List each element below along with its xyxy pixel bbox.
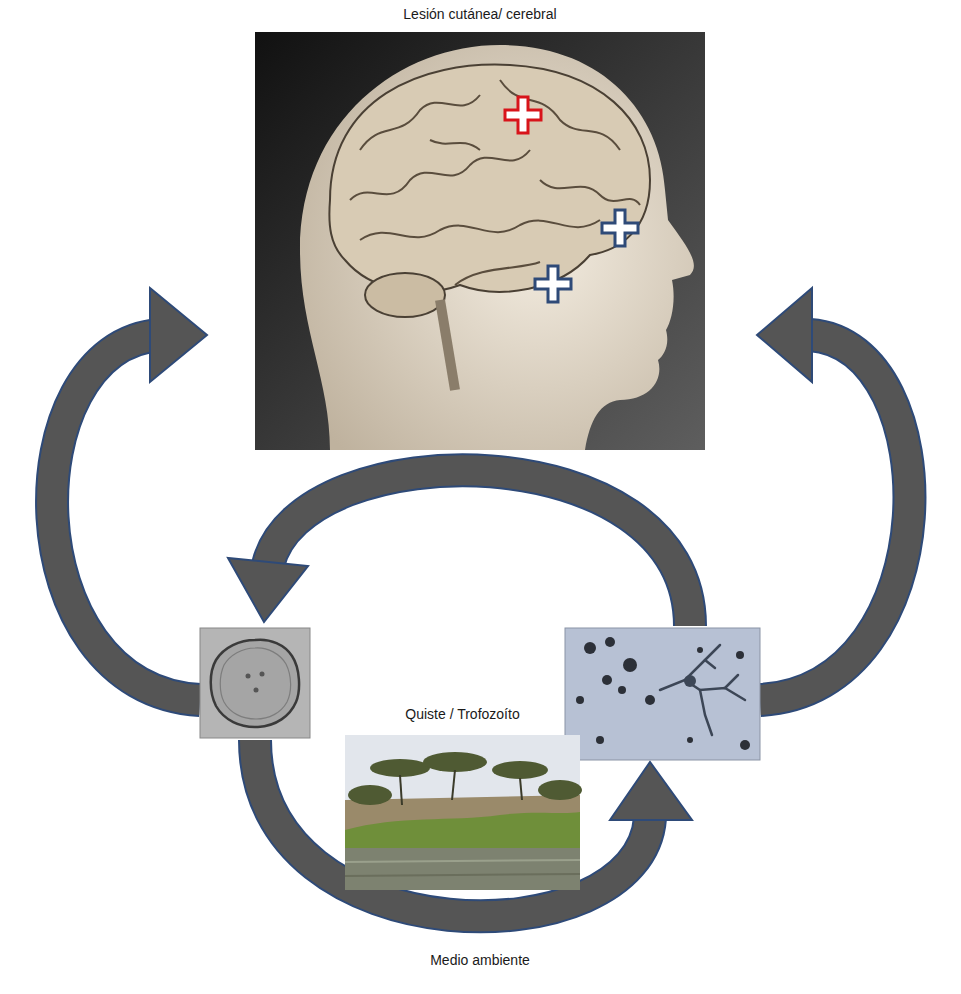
node-heading: Quiste / Trofozoíto <box>341 706 584 723</box>
cyst-micrograph <box>200 628 310 738</box>
environment-photo-node: Quiste / Trofozoíto <box>341 706 584 890</box>
environment-label: Medio ambiente <box>430 952 530 969</box>
pond-photo <box>345 735 582 890</box>
head-image-node: Lesión cutánea/ cerebral <box>251 6 709 450</box>
node-heading: Lesión cutánea/ cerebral <box>251 6 709 23</box>
lesion-cross <box>505 97 638 302</box>
trophozoite-micrograph <box>565 628 760 760</box>
head-illustration <box>255 32 705 450</box>
